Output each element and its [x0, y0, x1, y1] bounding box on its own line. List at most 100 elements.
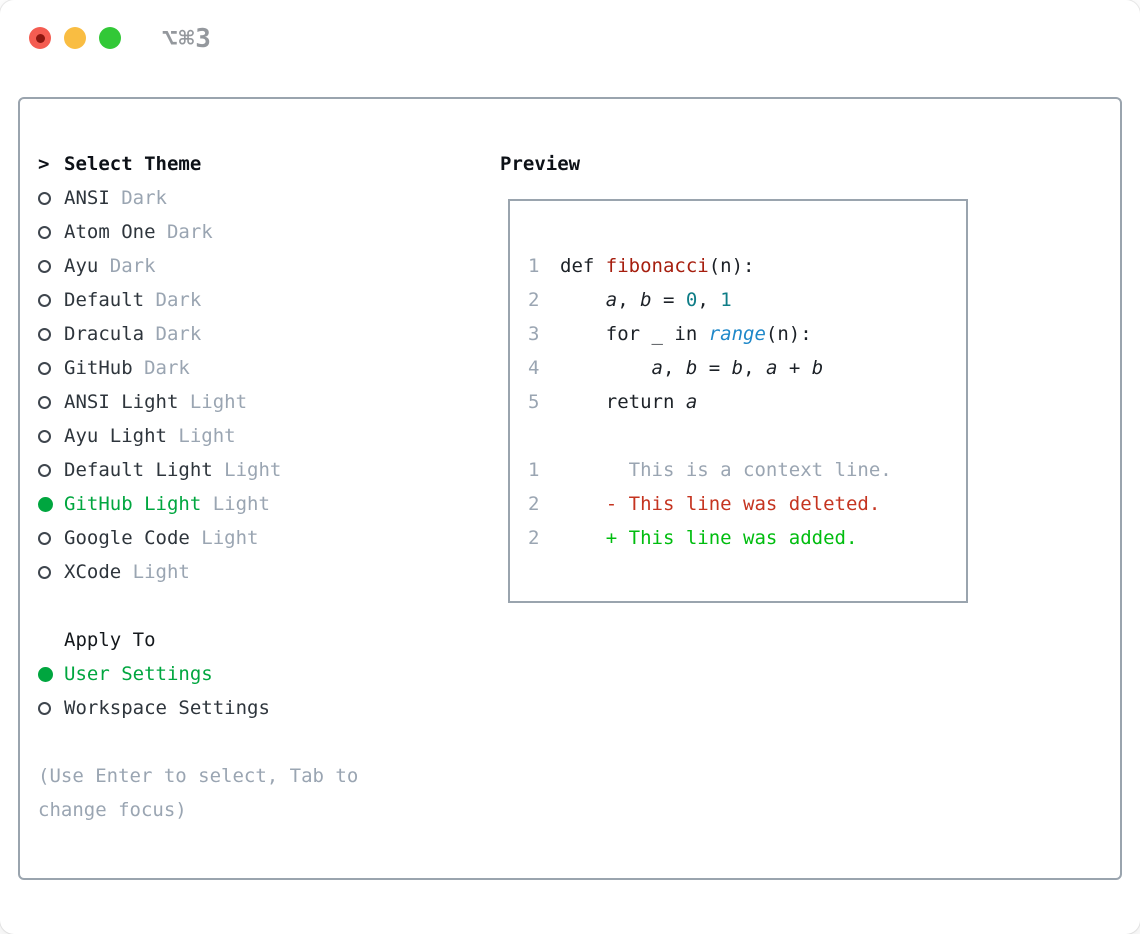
theme-variant: Dark [144, 323, 202, 345]
radio-unselected-icon [38, 259, 51, 273]
apply-option[interactable]: User Settings [38, 657, 500, 691]
diff-block: 1 This is a context line. 2 - This line w… [528, 453, 952, 555]
theme-name: Dracula [64, 323, 145, 345]
close-dot-icon [35, 33, 45, 43]
token-var: a [605, 289, 618, 311]
token-func: fibonacci [605, 255, 709, 277]
radio-icon [38, 429, 64, 443]
token-code: = [697, 357, 732, 379]
theme-name: Default [64, 289, 145, 311]
theme-option[interactable]: ANSI Dark [38, 181, 500, 215]
theme-option[interactable]: Ayu Light Light [38, 419, 500, 453]
hint-text: (Use Enter to select, Tab to change focus… [38, 759, 500, 827]
token-code: return [560, 391, 686, 413]
theme-option[interactable]: XCode Light [38, 555, 500, 589]
spacer [38, 589, 500, 623]
diff-text: + This line was added. [560, 527, 858, 549]
code-text: return a [560, 391, 698, 413]
theme-option[interactable]: Ayu Dark [38, 249, 500, 283]
hint-line: (Use Enter to select, Tab to [38, 765, 359, 787]
close-button[interactable] [29, 27, 51, 49]
radio-icon [38, 293, 64, 307]
radio-icon [38, 225, 64, 239]
theme-variant: Light [178, 391, 248, 413]
radio-icon [38, 565, 64, 579]
radio-icon [38, 531, 64, 545]
token-builtin: range [708, 323, 766, 345]
theme-variant: Dark [109, 187, 167, 209]
code-text: a, b = 0, 1 [560, 289, 732, 311]
theme-option[interactable]: Dracula Dark [38, 317, 500, 351]
theme-name: Atom One [64, 221, 156, 243]
theme-variant: Dark [155, 221, 213, 243]
radio-unselected-icon [38, 429, 51, 443]
apply-option-label: User Settings [64, 663, 213, 685]
theme-option[interactable]: ANSI Light Light [38, 385, 500, 419]
diff-line: 2 + This line was added. [528, 521, 952, 555]
radio-unselected-icon [38, 191, 51, 205]
minimize-button[interactable] [64, 27, 86, 49]
line-number: 2 [528, 527, 540, 549]
line-number: 1 [528, 459, 540, 481]
radio-unselected-icon [38, 565, 51, 579]
diff-text: This is a context line. [560, 459, 892, 481]
radio-icon [38, 361, 64, 375]
apply-option-label: Workspace Settings [64, 697, 270, 719]
radio-selected-icon [38, 496, 53, 512]
token-var: b [811, 357, 824, 379]
theme-variant: Light [212, 459, 282, 481]
token-code: , [697, 289, 721, 311]
radio-unselected-icon [38, 463, 51, 477]
theme-name: Default Light [64, 459, 213, 481]
radio-icon [38, 395, 64, 409]
code-line: 4 a, b = b, a + b [528, 351, 952, 385]
radio-icon [38, 259, 64, 273]
theme-option[interactable]: GitHub Light Light [38, 487, 500, 521]
theme-option[interactable]: GitHub Dark [38, 351, 500, 385]
theme-option[interactable]: Google Code Light [38, 521, 500, 555]
zoom-button[interactable] [99, 27, 121, 49]
token-number: 0 [685, 289, 698, 311]
code-line: 5 return a [528, 385, 952, 419]
titlebar: ⌥⌘3 [0, 0, 1140, 97]
theme-name: GitHub Light [64, 493, 202, 515]
radio-unselected-icon [38, 327, 51, 341]
line-number: 1 [528, 255, 540, 277]
line-number: 5 [528, 391, 540, 413]
hint-line: change focus) [38, 799, 187, 821]
token-var: b [640, 289, 652, 311]
theme-option[interactable]: Atom One Dark [38, 215, 500, 249]
prompt-icon: > [38, 153, 50, 175]
token-code: for _ in [560, 323, 709, 345]
theme-name: ANSI [64, 187, 110, 209]
token-code [560, 289, 606, 311]
theme-option[interactable]: Default Dark [38, 283, 500, 317]
diff-text: - This line was deleted. [560, 493, 881, 515]
code-line: 2 a, b = 0, 1 [528, 283, 952, 317]
token-code: (n): [708, 255, 755, 277]
token-code: = [651, 289, 686, 311]
radio-unselected-icon [38, 293, 51, 307]
radio-unselected-icon [38, 701, 51, 715]
theme-name: Ayu [64, 255, 99, 277]
radio-icon [38, 463, 64, 477]
token-code: (n): [765, 323, 812, 345]
token-number: 1 [720, 289, 732, 311]
diff-line: 1 This is a context line. [528, 453, 952, 487]
radio-unselected-icon [38, 225, 51, 239]
line-number: 3 [528, 323, 540, 345]
token-code: , [743, 357, 766, 379]
theme-variant: Dark [144, 289, 202, 311]
theme-variant: Light [121, 561, 190, 583]
token-code: , [662, 357, 686, 379]
radio-unselected-icon [38, 361, 51, 375]
select-theme-header: > Select Theme [38, 147, 500, 181]
apply-option[interactable]: Workspace Settings [38, 691, 500, 725]
theme-option[interactable]: Default Light Light [38, 453, 500, 487]
